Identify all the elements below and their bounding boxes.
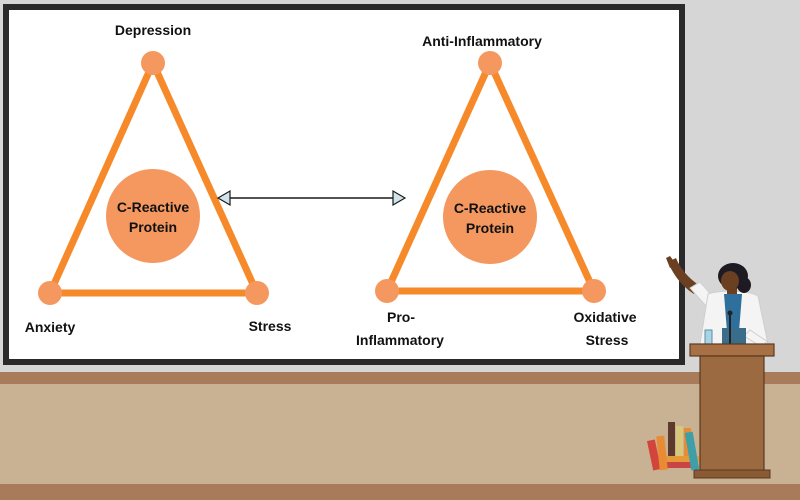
right-bottom-right-label-line1: Oxidative xyxy=(573,309,636,325)
right-bottom-right-label-line2: Stress xyxy=(586,332,629,348)
right-node-bottom-right xyxy=(582,279,606,303)
right-top-label: Anti-Inflammatory xyxy=(422,33,542,49)
right-center-label-line1: C-Reactive xyxy=(454,200,527,216)
left-bottom-left-label: Anxiety xyxy=(25,319,76,335)
floor-trim xyxy=(0,372,800,384)
left-node-bottom-right xyxy=(245,281,269,305)
presenter-illustration xyxy=(666,256,769,347)
books-illustration xyxy=(646,422,700,471)
right-bottom-left-label-line2: Inflammatory xyxy=(356,332,444,348)
left-center-label-line1: C-Reactive xyxy=(117,199,190,215)
podium xyxy=(689,343,775,479)
left-node-top xyxy=(141,51,165,75)
right-center-circle xyxy=(443,170,537,264)
left-bottom-right-label: Stress xyxy=(249,318,292,334)
left-center-label-line2: Protein xyxy=(129,219,177,235)
left-center-circle xyxy=(106,169,200,263)
right-node-bottom-left xyxy=(375,279,399,303)
left-triangle-diagram: C-Reactive Protein Depression Anxiety St… xyxy=(25,22,292,335)
right-node-top xyxy=(478,51,502,75)
right-bottom-left-label-line1: Pro- xyxy=(387,309,415,325)
right-triangle-outline xyxy=(383,59,598,295)
double-arrow-icon xyxy=(216,189,407,207)
right-center-label-line2: Protein xyxy=(466,220,514,236)
left-node-bottom-left xyxy=(38,281,62,305)
right-triangle-diagram: C-Reactive Protein Anti-Inflammatory Pro… xyxy=(356,33,637,348)
floor-bottom-trim xyxy=(0,484,800,500)
left-top-label: Depression xyxy=(115,22,191,38)
left-triangle-outline xyxy=(46,59,261,297)
